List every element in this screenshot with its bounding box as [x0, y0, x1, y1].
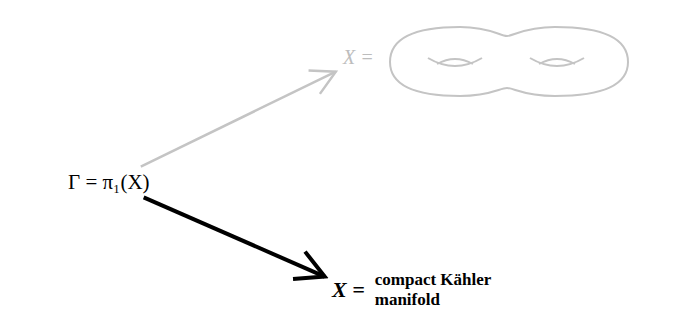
description-text: compact Kähler manifold	[375, 270, 510, 309]
surface-hole	[437, 59, 473, 64]
surface-hole	[539, 59, 575, 64]
formula-text: X =	[332, 277, 365, 302]
surface-hole	[428, 58, 482, 66]
formula-node: X =	[343, 46, 374, 69]
surface-hole	[530, 58, 584, 66]
formula-node: Γ = π₁(X)	[68, 170, 150, 194]
formula-text: X =	[343, 46, 374, 69]
formula-text: Γ = π₁(X)	[68, 170, 150, 194]
mapping-arrow	[141, 72, 336, 167]
formula-node: X = compact Kähler manifold	[332, 270, 510, 309]
mapping-arrow	[144, 197, 325, 276]
genus-two-surface	[390, 27, 628, 96]
